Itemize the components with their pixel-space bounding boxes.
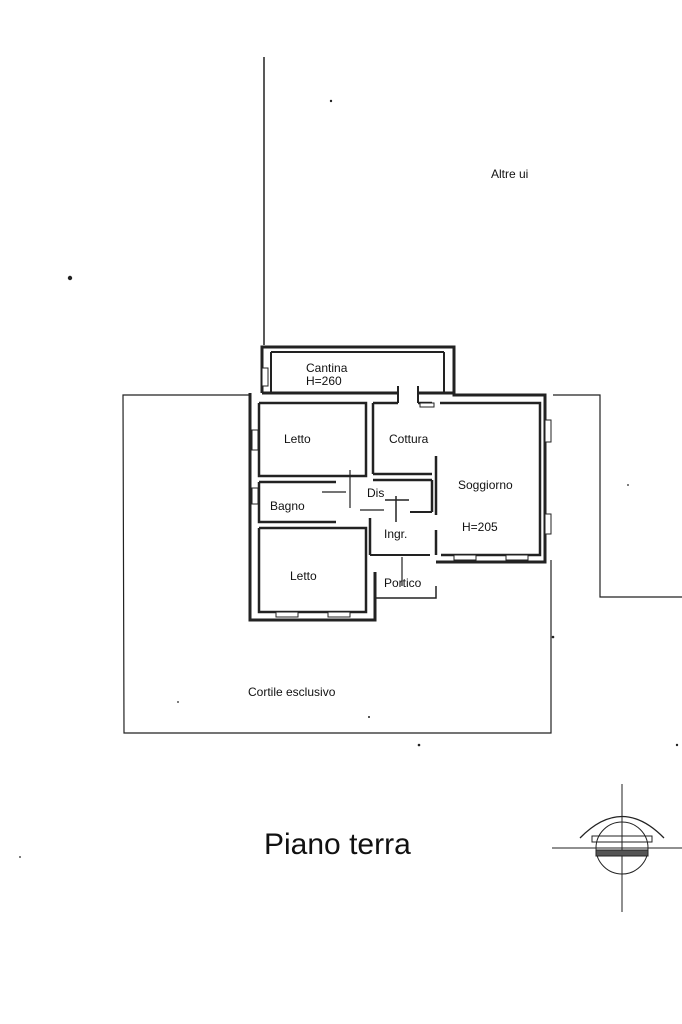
courtyard-boundary	[122, 394, 552, 734]
windows	[251, 367, 552, 618]
soggiorno-walls	[440, 401, 542, 557]
bagno-left-bottom-wall	[257, 482, 336, 524]
speck	[551, 635, 555, 639]
scan-specks	[19, 99, 679, 858]
north-arrow-band-top	[591, 835, 653, 843]
letto-bottom-name: Letto	[290, 569, 317, 583]
outer-wall-left	[248, 393, 377, 622]
portico-name: Portico	[384, 576, 422, 590]
speck	[19, 856, 21, 858]
cantina-name: Cantina	[306, 361, 348, 375]
portico-outline	[374, 572, 437, 599]
neighbor-label: Altre ui	[491, 167, 528, 181]
window-soggiorno-1	[453, 554, 477, 561]
window-bagno	[251, 487, 259, 505]
floor-title: Piano terra	[264, 828, 411, 861]
letto-bottom-walls	[257, 526, 368, 614]
letto-top-walls	[257, 401, 368, 478]
bagno-name: Bagno	[270, 499, 305, 513]
window-soggiorno-2	[505, 554, 529, 561]
speck	[627, 484, 629, 486]
speck	[329, 99, 333, 103]
yard-label: Cortile esclusivo	[248, 685, 336, 699]
cantina-height: H=260	[306, 374, 342, 388]
property-boundaries	[122, 57, 682, 734]
labels: Altre ui Cantina H=260 Letto Cottura Sog…	[248, 167, 528, 861]
letto-top-name: Letto	[284, 432, 311, 446]
window-soggiorno-east-2	[544, 513, 552, 535]
building-walls	[248, 345, 547, 622]
speck	[675, 743, 679, 747]
window-cottura	[419, 402, 435, 408]
speck	[417, 743, 421, 747]
north-arrow-circle	[595, 821, 649, 875]
adjacent-lot-boundary	[553, 394, 682, 598]
ingr-name: Ingr.	[384, 527, 407, 541]
dis-name: Dis	[367, 486, 384, 500]
window-cantina	[261, 367, 269, 387]
soggiorno-name: Soggiorno	[458, 478, 513, 492]
window-soggiorno-east-1	[544, 419, 552, 443]
speck	[177, 701, 179, 703]
speck	[368, 716, 370, 718]
cottura-name: Cottura	[389, 432, 429, 446]
soggiorno-height: H=205	[462, 520, 498, 534]
window-letto-bottom-2	[327, 611, 351, 618]
north-arrow-icon	[552, 784, 682, 912]
outer-wall-top-right	[260, 345, 547, 564]
window-letto-bottom-1	[275, 611, 299, 618]
north-arrow-band-bottom	[595, 849, 649, 857]
window-letto-top	[251, 429, 259, 451]
speck	[67, 275, 73, 281]
north-arrow-dome	[579, 816, 665, 839]
